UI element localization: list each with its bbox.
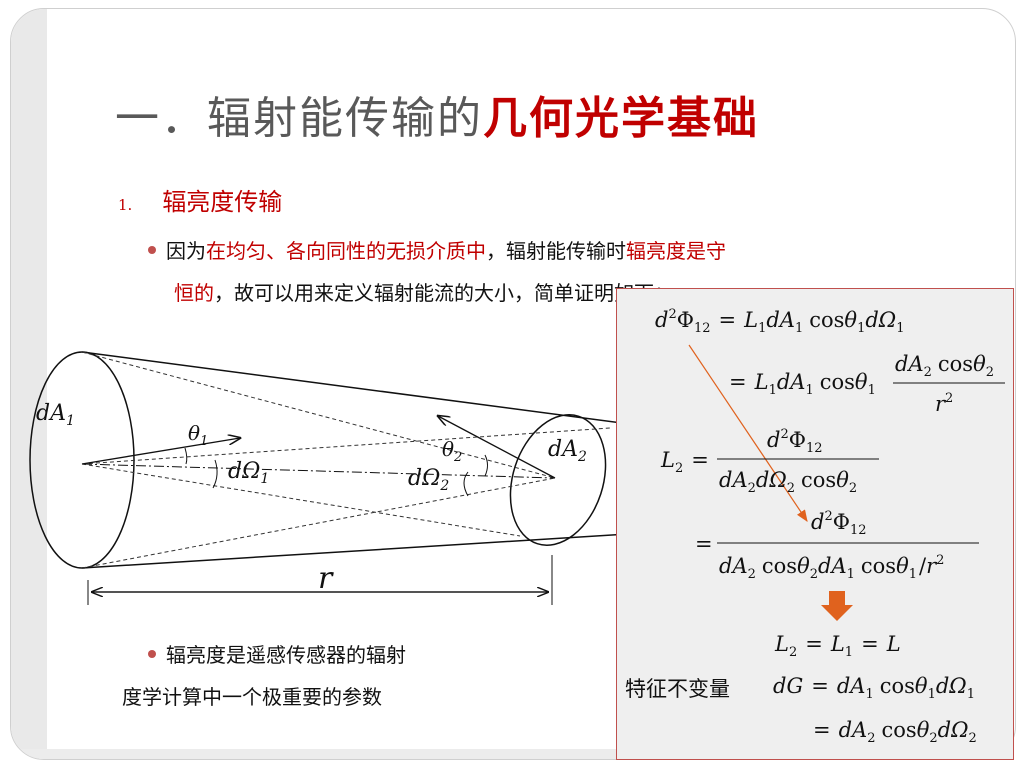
bullet1-text-a: 因为 [166, 239, 206, 263]
cross-ray-2 [81, 477, 556, 569]
derivation-link-arrow [688, 344, 808, 522]
bullet1-text-d: 辐亮度是守 [626, 239, 726, 263]
normal-dA2-arrow [438, 416, 556, 479]
theta2-arc [484, 454, 488, 477]
bullet1-line2-red: 恒的 [174, 281, 214, 305]
label-theta2: θ2 [442, 437, 462, 465]
bottom-decorative-bar [11, 749, 1015, 759]
bullet-conservation: 因为在均匀、各向同性的无损介质中，辐射能传输时辐亮度是守 恒的，故可以用来定义辐… [148, 230, 726, 314]
label-r: r [318, 561, 334, 596]
eq4-equals: = [695, 532, 713, 556]
left-decorative-bar [11, 9, 47, 759]
bullet1-text-c: ，辐射能传输时 [486, 239, 626, 263]
bullet2-line1: 辐亮度是遥感传感器的辐射 [166, 643, 406, 667]
bullet-importance: 辐亮度是遥感传感器的辐射 度学计算中一个极重要的参数 [122, 634, 406, 718]
label-domega2: dΩ2 [408, 466, 449, 494]
area-dA2-ellipse [509, 414, 607, 546]
bullet1-line2-text: ，故可以用来定义辐射能流的大小，简单证明如下： [214, 281, 674, 305]
slide-title: 一．辐射能传输的几何光学基础 [115, 82, 759, 146]
label-theta1: θ1 [188, 421, 208, 449]
cross-ray-1 [81, 351, 556, 479]
section-heading: 1. 辐亮度传输 [118, 182, 282, 217]
label-dA2: dA2 [548, 437, 587, 465]
eq4-numerator: d2Φ12 [811, 509, 867, 538]
section-title: 辐亮度传输 [162, 188, 283, 216]
title-prefix: 一．辐射能传输的 [115, 93, 483, 144]
area-dA1-ellipse [29, 351, 135, 569]
normal-dA1-arrow [81, 438, 240, 465]
section-number: 1. [118, 196, 133, 214]
radiance-transfer-diagram: dA1 dA2 θ1 dΩ1 θ2 dΩ2 r [29, 351, 640, 605]
bullet-dot [148, 245, 156, 254]
ray-bottom [81, 463, 521, 537]
bullet-dot [148, 649, 156, 658]
bullet2-line2: 度学计算中一个极重要的参数 [122, 685, 382, 709]
domega1-arc [212, 459, 218, 489]
eq3-numerator: d2Φ12 [767, 427, 823, 456]
bullet1-text-b: 在均匀、各向同性的无损介质中 [206, 239, 486, 263]
domega2-arc [463, 471, 469, 497]
center-axis [81, 463, 556, 479]
label-dA1: dA1 [36, 401, 75, 429]
eq3-lhs: L2= [660, 448, 709, 476]
eq2-denominator: r2 [935, 391, 953, 416]
theta1-arc [184, 447, 188, 465]
title-accent: 几何光学基础 [483, 93, 759, 144]
down-arrow-icon [821, 591, 853, 621]
label-domega1: dΩ1 [228, 459, 269, 487]
ray-top [81, 427, 611, 465]
cone-bottom-edge [81, 532, 640, 569]
eq5: L2=L1=L [774, 632, 901, 660]
invariant-label: 特征不变量 [625, 677, 730, 701]
